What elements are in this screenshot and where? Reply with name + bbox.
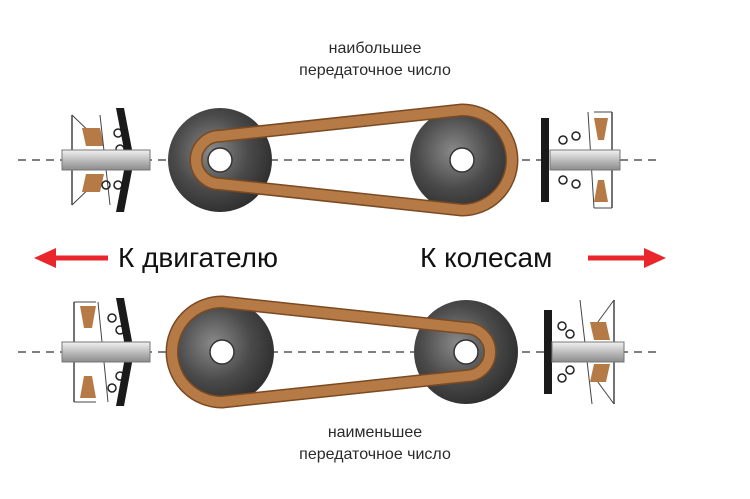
bottom-drive-hub [209,339,235,365]
top-caption-line2: передаточное число [299,62,451,79]
bottom-left-variator [61,298,151,406]
top-caption: наибольшее передаточное число [0,38,750,82]
bottom-right-variator [544,299,625,405]
arrow-right-icon [588,248,666,268]
left-direction-label: К двигателю [118,242,278,273]
top-caption-line1: наибольшее [328,40,422,57]
bottom-caption: наименьшее передаточное число [0,422,750,466]
bottom-caption-line2: передаточное число [299,446,451,463]
top-left-variator [61,108,151,212]
bottom-driven-hub [453,339,479,365]
arrow-left-icon [34,248,108,268]
bottom-row [18,295,660,409]
top-row [18,103,660,217]
top-right-variator [541,111,621,209]
bottom-caption-line1: наименьшее [327,424,423,441]
right-direction-label: К колесам [420,242,553,273]
top-driven-hub [449,147,475,173]
top-drive-hub [207,147,233,173]
